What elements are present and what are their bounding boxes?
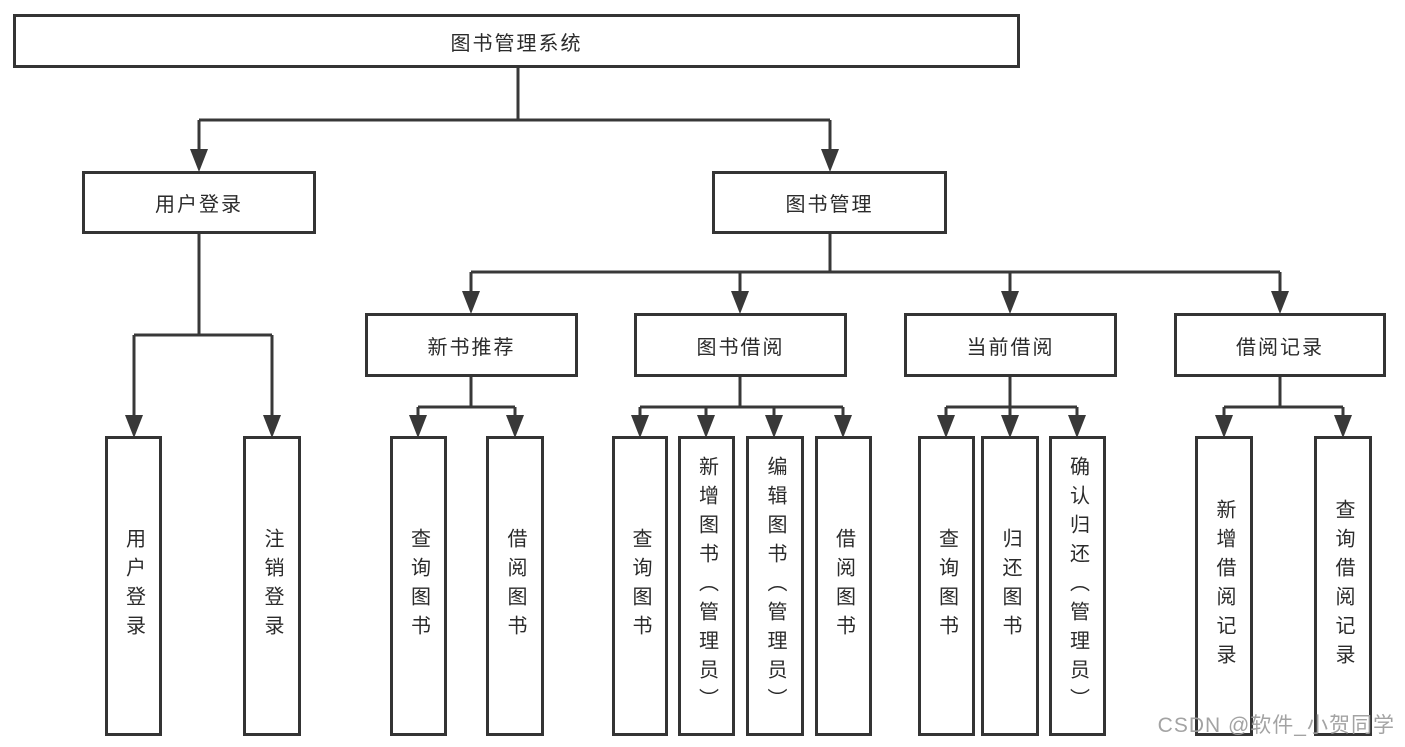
node-leaf-query-borrow-record: 查询借阅记录: [1314, 436, 1372, 736]
node-label: 归还图书: [999, 528, 1021, 644]
node-label: 借阅记录: [1236, 336, 1324, 359]
node-label: 新增借阅记录: [1213, 499, 1235, 673]
node-root: 图书管理系统: [13, 14, 1020, 68]
node-leaf-return-book: 归还图书: [981, 436, 1039, 736]
node-label: 新书推荐: [427, 336, 516, 359]
connector-book-borrow-children: [631, 377, 852, 438]
node-borrow-records: 借阅记录: [1174, 313, 1386, 377]
node-label: 当前借阅: [966, 336, 1055, 359]
node-leaf-borrow-book-rec: 借阅图书: [486, 436, 544, 736]
node-leaf-query-book-rec: 查询图书: [390, 436, 447, 736]
node-leaf-user-login: 用户登录: [105, 436, 162, 736]
node-label: 查询图书: [935, 528, 958, 644]
node-label: 新增图书（管理员）: [695, 455, 718, 717]
arrow-down-icon: [125, 415, 143, 438]
node-leaf-confirm-return: 确认归还（管理员）: [1049, 436, 1106, 736]
node-leaf-logout: 注销登录: [243, 436, 301, 736]
node-book-borrow: 图书借阅: [634, 313, 847, 377]
node-leaf-edit-book: 编辑图书（管理员）: [746, 436, 804, 736]
arrow-down-icon: [821, 149, 839, 172]
connector-current-borrow-children: [937, 377, 1086, 438]
node-label: 查询图书: [407, 528, 430, 644]
arrow-down-icon: [462, 291, 480, 314]
node-user-login: 用户登录: [82, 171, 316, 234]
arrow-down-icon: [506, 415, 524, 438]
node-new-book-rec: 新书推荐: [365, 313, 578, 377]
node-leaf-query-book-current: 查询图书: [918, 436, 975, 736]
arrow-down-icon: [937, 415, 955, 438]
arrow-down-icon: [834, 415, 852, 438]
arrow-down-icon: [263, 415, 281, 438]
node-label: 借阅图书: [832, 528, 855, 644]
node-leaf-add-borrow-record: 新增借阅记录: [1195, 436, 1253, 736]
arrow-down-icon: [1001, 291, 1019, 314]
node-label: 用户登录: [155, 194, 243, 216]
arrow-down-icon: [1001, 415, 1019, 438]
arrow-down-icon: [1271, 291, 1289, 314]
node-label: 查询借阅记录: [1332, 499, 1354, 673]
arrow-down-icon: [1068, 415, 1086, 438]
node-label: 编辑图书（管理员）: [764, 455, 786, 717]
arrow-down-icon: [765, 415, 783, 438]
node-label: 图书管理: [785, 194, 874, 216]
node-current-borrow: 当前借阅: [904, 313, 1117, 377]
node-label: 用户登录: [122, 528, 145, 644]
connector-book-mgmt-children: [462, 234, 1289, 314]
node-leaf-add-book: 新增图书（管理员）: [678, 436, 735, 736]
arrow-down-icon: [1334, 415, 1352, 438]
connector-new-book-rec-children: [409, 377, 524, 438]
arrow-down-icon: [190, 149, 208, 172]
node-label: 借阅图书: [504, 528, 526, 644]
arrow-down-icon: [631, 415, 649, 438]
node-leaf-borrow-book-borrow: 借阅图书: [815, 436, 872, 736]
node-label: 图书借阅: [696, 336, 785, 359]
node-label: 查询图书: [629, 528, 651, 644]
node-label: 注销登录: [261, 528, 283, 644]
arrow-down-icon: [409, 415, 427, 438]
node-label: 确认归还（管理员）: [1066, 455, 1089, 717]
arrow-down-icon: [731, 291, 749, 314]
connector-user-login-children: [125, 234, 281, 438]
watermark: CSDN @软件_小贺同学: [1157, 714, 1395, 737]
arrow-down-icon: [1215, 415, 1233, 438]
connector-root-children: [190, 68, 839, 172]
connector-borrow-records-children: [1215, 377, 1352, 438]
node-leaf-query-book-borrow: 查询图书: [612, 436, 668, 736]
node-label: 图书管理系统: [450, 32, 583, 55]
arrow-down-icon: [697, 415, 715, 438]
node-book-mgmt: 图书管理: [712, 171, 947, 234]
